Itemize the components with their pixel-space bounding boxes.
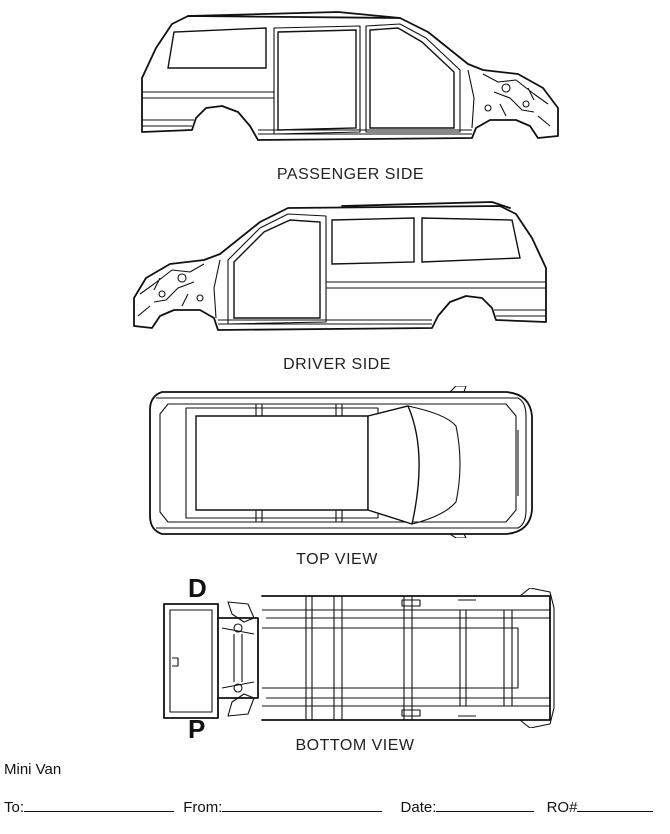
estimate-form-row: To: From: Date: RO# [4,797,654,816]
date-label: Date: [400,799,437,816]
to-label: To: [4,799,25,816]
top-view-diagram [146,386,538,538]
bottom-view-caption: BOTTOM VIEW [295,737,415,754]
to-field[interactable] [24,797,175,812]
from-field[interactable] [222,797,383,812]
driver-side-marker: D [188,573,207,603]
date-field[interactable] [436,797,535,812]
ro-label: RO# [546,799,578,816]
passenger-side-marker: P [188,714,206,744]
passenger-side-diagram [138,8,563,148]
from-label: From: [183,799,223,816]
driver-side-caption: DRIVER SIDE [283,356,391,373]
vehicle-type-label: Mini Van [4,761,62,778]
driver-side-diagram [132,198,550,338]
bottom-view-diagram [158,588,558,728]
top-view-caption: TOP VIEW [296,551,378,568]
passenger-side-caption: PASSENGER SIDE [276,166,425,183]
ro-field[interactable] [577,797,654,812]
